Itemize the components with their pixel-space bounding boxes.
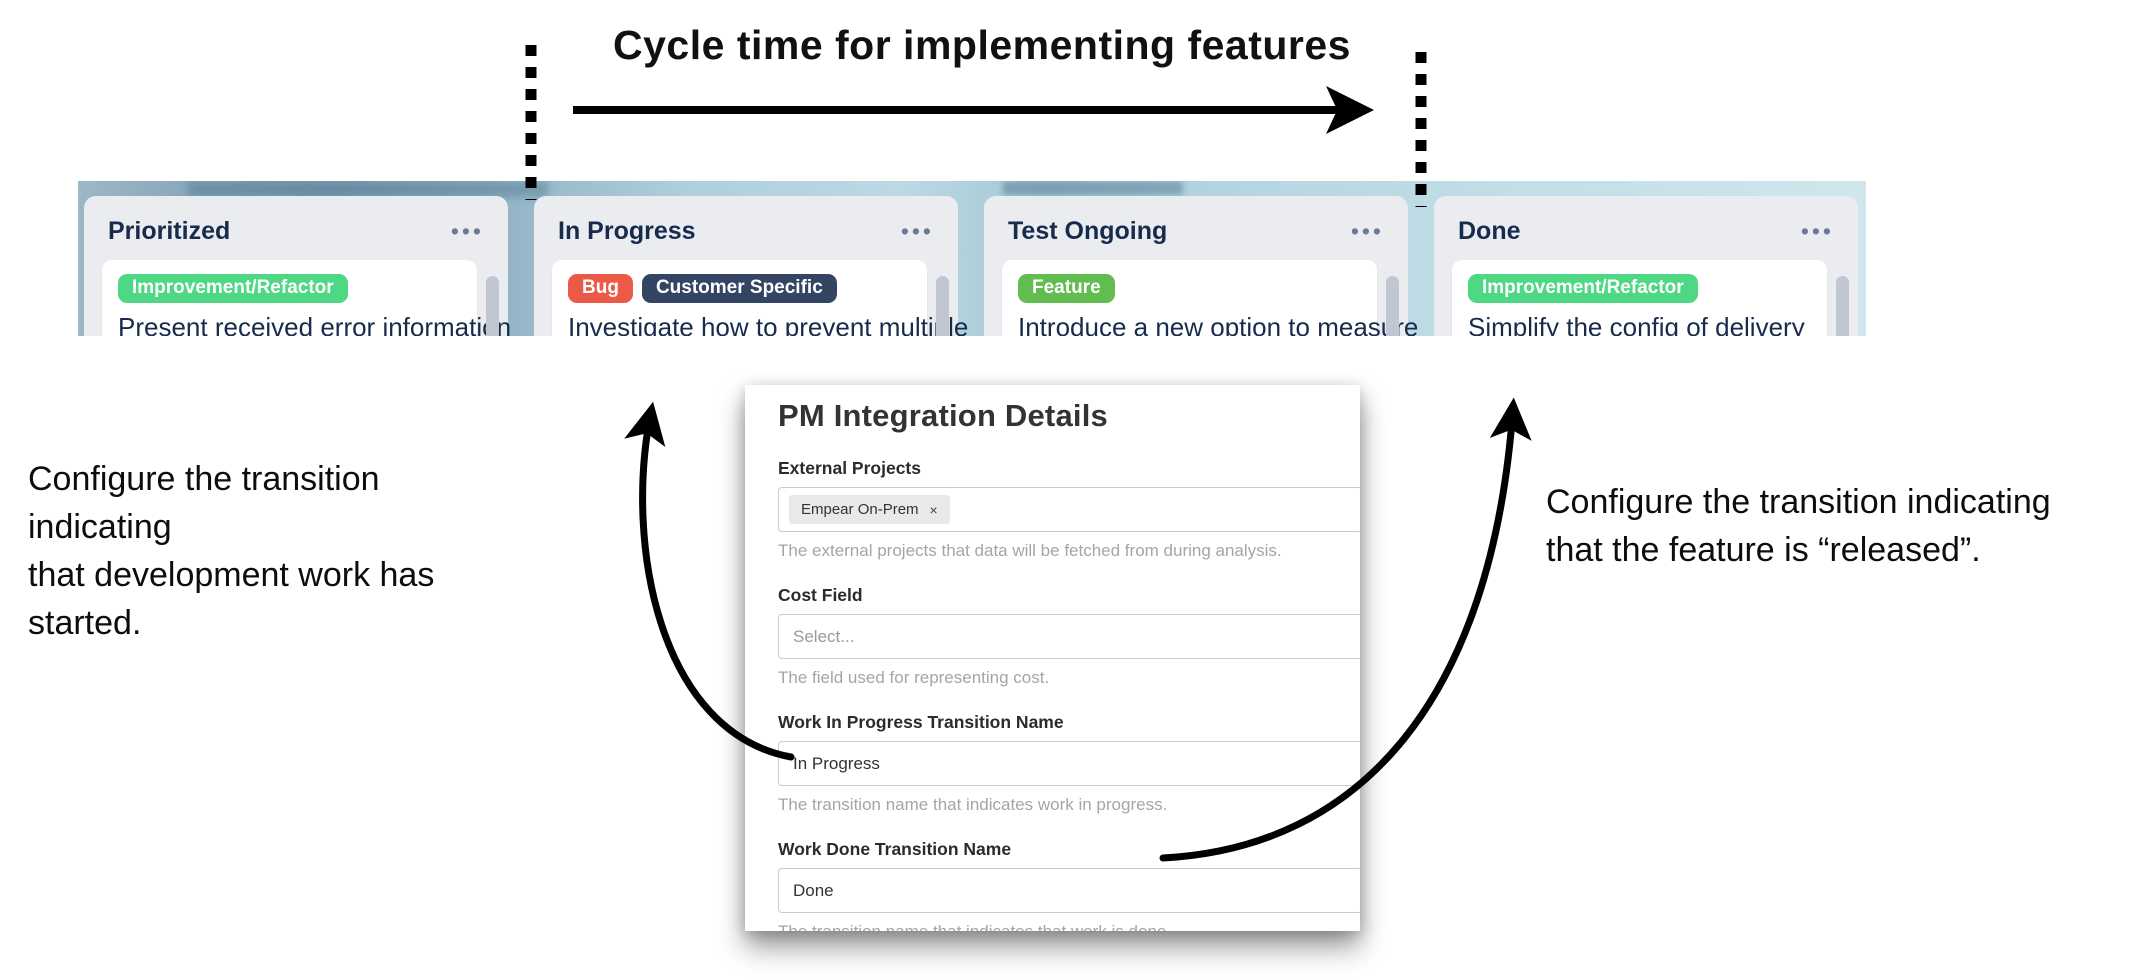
board-column-done: Done ••• Improvement/Refactor Simplify t…: [1434, 196, 1858, 336]
field-cost-field: Cost Field Select... The field used for …: [778, 585, 1360, 688]
tag-row: Feature: [1018, 274, 1361, 303]
board-card[interactable]: Improvement/Refactor Simplify the config…: [1452, 260, 1827, 336]
board-card[interactable]: Improvement/Refactor Present received er…: [102, 260, 512, 336]
board-card[interactable]: Feature Introduce a new option to measur…: [1002, 260, 1419, 336]
card-title-text: Present received error information: [118, 312, 512, 336]
column-title: In Progress: [558, 216, 696, 245]
column-scrollbar[interactable]: [936, 276, 949, 336]
board-column-prioritized: Prioritized ••• Improvement/Refactor Pre…: [84, 196, 512, 336]
field-external-projects: External Projects Empear On-Prem × The e…: [778, 458, 1360, 561]
chip-label: Empear On-Prem: [801, 501, 919, 518]
column-header: Prioritized •••: [96, 196, 496, 260]
tag-row: Improvement/Refactor: [1468, 274, 1811, 303]
card-title-text: Investigate how to prevent multiple: [568, 312, 969, 336]
tag-customer-specific: Customer Specific: [641, 274, 837, 303]
card-title-text: Simplify the config of delivery: [1468, 312, 1805, 336]
project-chip: Empear On-Prem ×: [789, 495, 950, 524]
board-column-in-progress: In Progress ••• Bug Customer Specific In…: [534, 196, 969, 336]
tag-row: Bug Customer Specific: [568, 274, 911, 303]
tag-improvement-refactor: Improvement/Refactor: [1468, 274, 1698, 303]
column-header: In Progress •••: [546, 196, 946, 260]
column-header: Done •••: [1446, 196, 1846, 260]
cycle-time-caption: Cycle time for implementing features: [613, 22, 1351, 68]
board-column-test-ongoing: Test Ongoing ••• Feature Introduce a new…: [984, 196, 1419, 336]
cost-field-select[interactable]: Select...: [778, 614, 1360, 659]
tag-row: Improvement/Refactor: [118, 274, 461, 303]
field-label: Work Done Transition Name: [778, 839, 1012, 859]
input-value: Done: [793, 880, 834, 900]
annotation-line: Configure the transition indicating: [28, 460, 380, 546]
column-scrollbar[interactable]: [1386, 276, 1399, 336]
kanban-board: Prioritized ••• Improvement/Refactor Pre…: [78, 181, 1866, 336]
select-placeholder: Select...: [793, 626, 855, 646]
field-label: Cost Field: [778, 585, 863, 605]
field-help-text: The transition name that indicates work …: [778, 795, 1168, 814]
card-title-text: Introduce a new option to measure: [1018, 312, 1419, 336]
input-value: In Progress: [793, 753, 880, 773]
tag-improvement-refactor: Improvement/Refactor: [118, 274, 348, 303]
column-title: Done: [1458, 216, 1521, 245]
annotation-line: that development work has started.: [28, 556, 435, 642]
board-card[interactable]: Bug Customer Specific Investigate how to…: [552, 260, 969, 336]
pm-integration-details-panel: PM Integration Details External Projects…: [745, 385, 1360, 931]
remove-chip-icon[interactable]: ×: [929, 501, 938, 518]
annotation-released: Configure the transition indicating that…: [1546, 478, 2136, 574]
ellipsis-menu-icon[interactable]: •••: [900, 218, 934, 244]
ellipsis-menu-icon[interactable]: •••: [1350, 218, 1384, 244]
column-title: Prioritized: [108, 216, 231, 245]
ellipsis-menu-icon[interactable]: •••: [450, 218, 484, 244]
annotation-line: Configure the transition indicating: [1546, 483, 2051, 521]
external-projects-input[interactable]: Empear On-Prem ×: [778, 487, 1360, 532]
field-wip-transition-name: Work In Progress Transition Name In Prog…: [778, 712, 1360, 815]
field-help-text: The transition name that indicates that …: [778, 922, 1360, 931]
annotation-line: that the feature is “released”.: [1546, 531, 1981, 569]
done-transition-input[interactable]: Done: [778, 868, 1360, 913]
ellipsis-menu-icon[interactable]: •••: [1800, 218, 1834, 244]
field-help-text: The field used for representing cost.: [778, 668, 1050, 687]
field-done-transition-name: Work Done Transition Name Done The trans…: [778, 839, 1360, 931]
wip-transition-input[interactable]: In Progress: [778, 741, 1360, 786]
column-header: Test Ongoing •••: [996, 196, 1396, 260]
tag-feature: Feature: [1018, 274, 1115, 303]
column-title: Test Ongoing: [1008, 216, 1168, 245]
column-scrollbar[interactable]: [1836, 276, 1849, 336]
field-label: External Projects: [778, 458, 921, 478]
tag-bug: Bug: [568, 274, 633, 303]
field-help-text: The external projects that data will be …: [778, 541, 1282, 560]
panel-title: PM Integration Details: [778, 398, 1108, 433]
field-label: Work In Progress Transition Name: [778, 712, 1064, 732]
annotation-work-started: Configure the transition indicating that…: [28, 455, 508, 647]
column-scrollbar[interactable]: [486, 276, 499, 336]
